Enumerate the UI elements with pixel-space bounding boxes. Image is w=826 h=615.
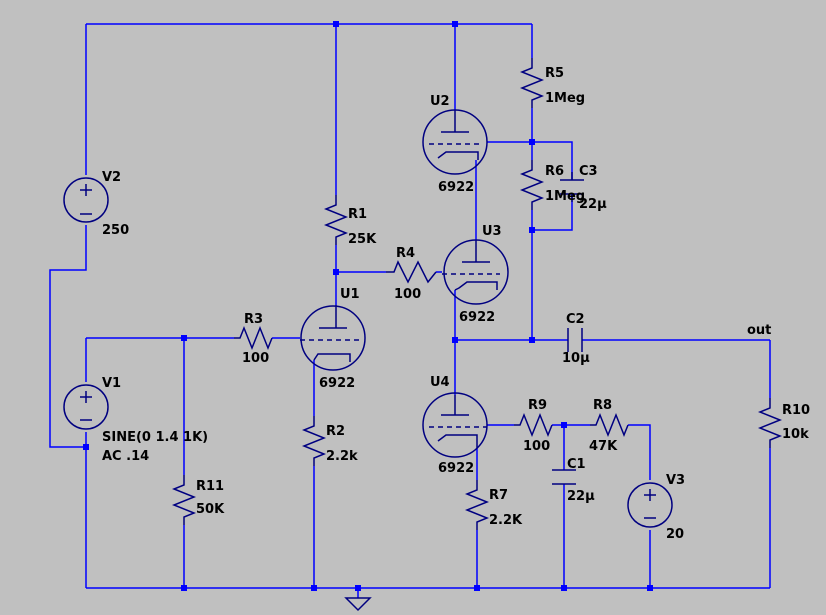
r7-value-label: 2.2K — [489, 513, 523, 528]
capacitor-c2[interactable] — [567, 328, 583, 352]
resistor-r1[interactable] — [323, 195, 349, 245]
resistor-r7[interactable] — [464, 480, 490, 530]
resistor-r9[interactable] — [514, 412, 553, 438]
capacitor-c3[interactable] — [560, 172, 584, 202]
v1-ac-label: AC .14 — [102, 449, 149, 464]
r4-name-label: R4 — [396, 246, 415, 261]
v1-name-label: V1 — [102, 376, 121, 391]
c2-name-label: C2 — [566, 312, 585, 327]
v3-name-label: V3 — [666, 473, 685, 488]
r2-value-label: 2.2k — [326, 449, 358, 464]
c1-name-label: C1 — [567, 457, 586, 472]
r11-value-label: 50K — [196, 502, 225, 517]
r3-name-label: R3 — [244, 312, 263, 327]
r9-value-label: 100 — [523, 439, 550, 454]
voltage-source-v3[interactable] — [627, 482, 673, 528]
r5-value-label: 1Meg — [545, 91, 585, 106]
resistor-r5[interactable] — [519, 58, 545, 108]
resistor-r10[interactable] — [757, 398, 783, 448]
resistor-r8[interactable] — [590, 412, 629, 438]
u4-value-label: 6922 — [438, 461, 474, 476]
r7-name-label: R7 — [489, 488, 508, 503]
v2-value-label: 250 — [102, 223, 129, 238]
r8-name-label: R8 — [593, 398, 612, 413]
triode-u3[interactable] — [442, 239, 509, 305]
v1-value-label: SINE(0 1.4 1K) — [102, 430, 208, 445]
junction-dots — [83, 21, 653, 591]
u2-value-label: 6922 — [438, 180, 474, 195]
r6-value-label: 1Meg — [545, 189, 585, 204]
resistor-r4[interactable] — [386, 260, 437, 284]
r6-name-label: R6 — [545, 164, 564, 179]
u4-name-label: U4 — [430, 375, 450, 390]
r5-name-label: R5 — [545, 66, 564, 81]
c1-value-label: 22µ — [567, 489, 595, 504]
r2-name-label: R2 — [326, 424, 345, 439]
resistor-r3[interactable] — [234, 325, 273, 351]
r8-value-label: 47K — [589, 439, 618, 454]
voltage-source-v1[interactable] — [63, 384, 109, 430]
u1-value-label: 6922 — [319, 376, 355, 391]
c3-value-label: 22µ — [579, 197, 607, 212]
r10-value-label: 10k — [782, 427, 809, 442]
u3-name-label: U3 — [482, 224, 502, 239]
ground-symbol — [344, 597, 372, 612]
r9-name-label: R9 — [528, 398, 547, 413]
wires — [49, 23, 771, 598]
r11-name-label: R11 — [196, 479, 224, 494]
triode-u2[interactable] — [422, 109, 488, 175]
voltage-source-v2[interactable] — [63, 177, 109, 223]
u3-value-label: 6922 — [459, 310, 495, 325]
v2-name-label: V2 — [102, 170, 121, 185]
out-net-label: out — [747, 323, 771, 338]
capacitor-c1[interactable] — [552, 469, 576, 485]
r1-name-label: R1 — [348, 207, 367, 222]
triode-u4[interactable] — [422, 392, 488, 458]
triode-u1[interactable] — [300, 305, 366, 371]
c3-name-label: C3 — [579, 164, 598, 179]
r1-value-label: 25K — [348, 232, 377, 247]
resistor-r11[interactable] — [171, 475, 197, 525]
resistor-r6[interactable] — [519, 160, 545, 210]
v3-value-label: 20 — [666, 527, 684, 542]
resistor-r2[interactable] — [301, 416, 327, 466]
c2-value-label: 10µ — [562, 351, 590, 366]
u2-name-label: U2 — [430, 94, 450, 109]
r10-name-label: R10 — [782, 403, 810, 418]
r3-value-label: 100 — [242, 351, 269, 366]
r4-value-label: 100 — [394, 287, 421, 302]
u1-name-label: U1 — [340, 287, 360, 302]
